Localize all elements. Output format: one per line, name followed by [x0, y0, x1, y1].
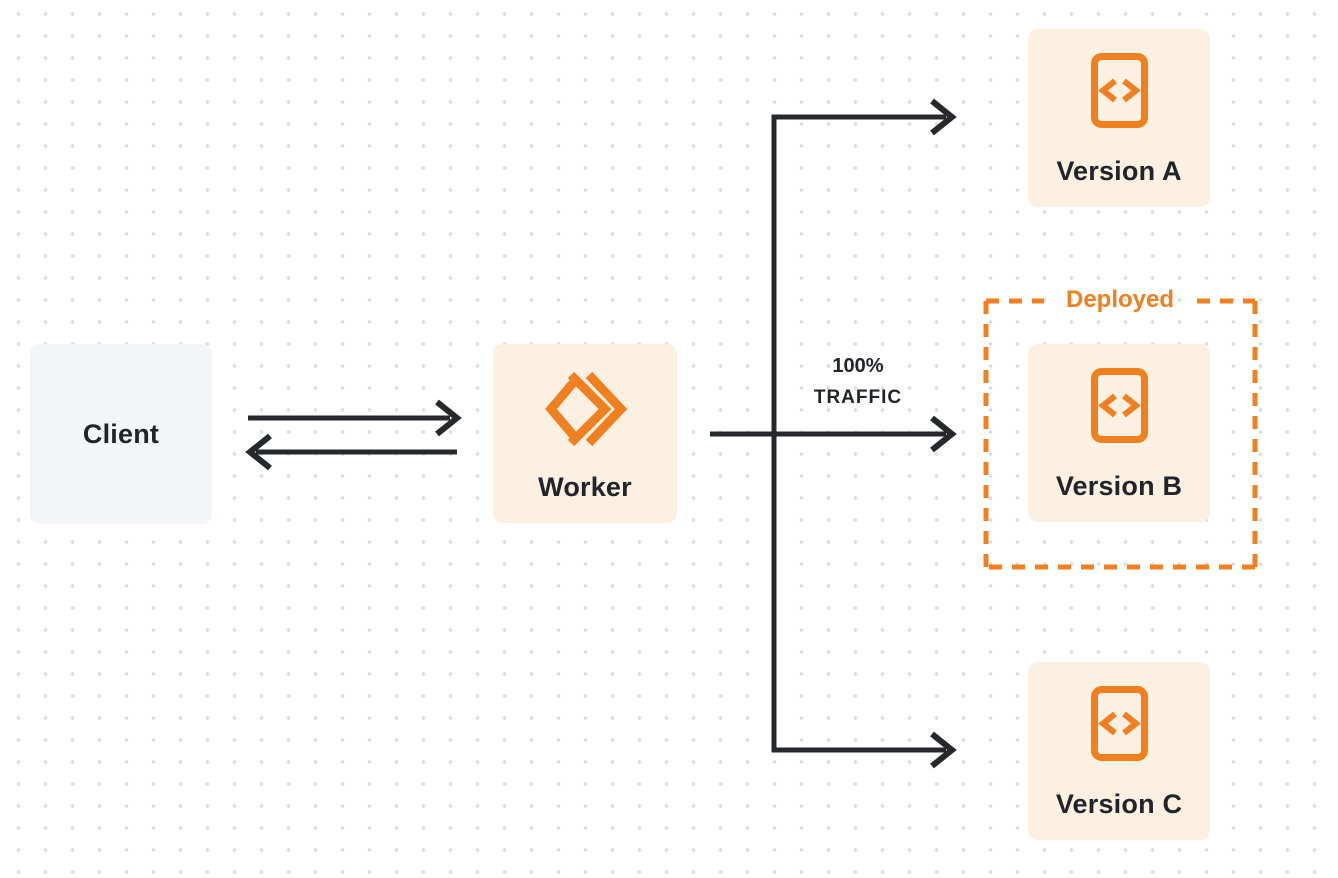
deployed-group-label: Deployed: [1065, 286, 1175, 313]
worker-node: Worker: [493, 344, 677, 523]
branch-trunk: [771, 114, 946, 753]
client-label: Client: [82, 418, 160, 449]
arrow-client-to-worker: [248, 399, 462, 437]
client-node: Client: [30, 344, 212, 524]
worker-label: Worker: [538, 472, 632, 502]
arrowhead-version-c: [930, 731, 957, 769]
workers-double-chevron-icon: [542, 370, 628, 447]
version-a-label: Version A: [1056, 156, 1182, 186]
code-file-icon: [1090, 53, 1148, 128]
version-b-node: Version B: [1028, 344, 1210, 522]
traffic-percentage-label: 100% TRAFFIC: [782, 351, 934, 414]
version-b-label: Version B: [1055, 471, 1183, 501]
arrow-worker-to-version-b: [710, 415, 957, 453]
traffic-word-line: TRAFFIC: [813, 387, 903, 408]
arrow-worker-to-client: [245, 433, 457, 471]
version-c-node: Version C: [1028, 662, 1210, 840]
code-file-icon: [1090, 368, 1148, 443]
version-c-label: Version C: [1055, 789, 1183, 819]
version-a-node: Version A: [1028, 29, 1210, 207]
traffic-percent-line: 100%: [832, 355, 884, 377]
code-file-icon: [1090, 686, 1148, 761]
arrowhead-version-a: [930, 98, 957, 136]
